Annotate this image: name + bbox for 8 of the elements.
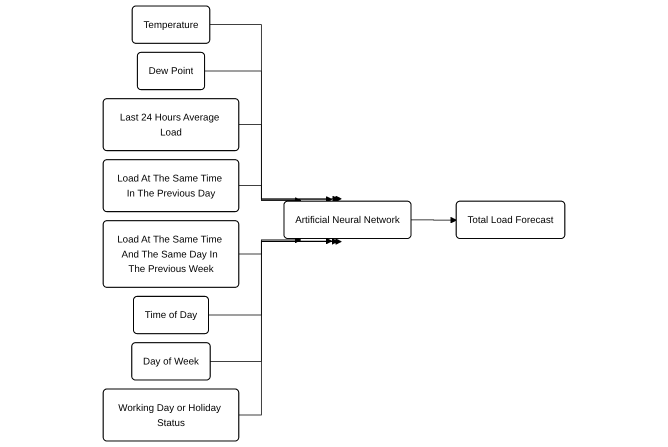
arrow	[210, 238, 338, 362]
arrow	[208, 238, 332, 316]
arrow	[238, 238, 342, 416]
arrow	[238, 236, 302, 255]
arrow	[238, 124, 332, 203]
arrow	[238, 185, 302, 204]
arrow	[210, 24, 342, 202]
arrow	[411, 216, 457, 224]
